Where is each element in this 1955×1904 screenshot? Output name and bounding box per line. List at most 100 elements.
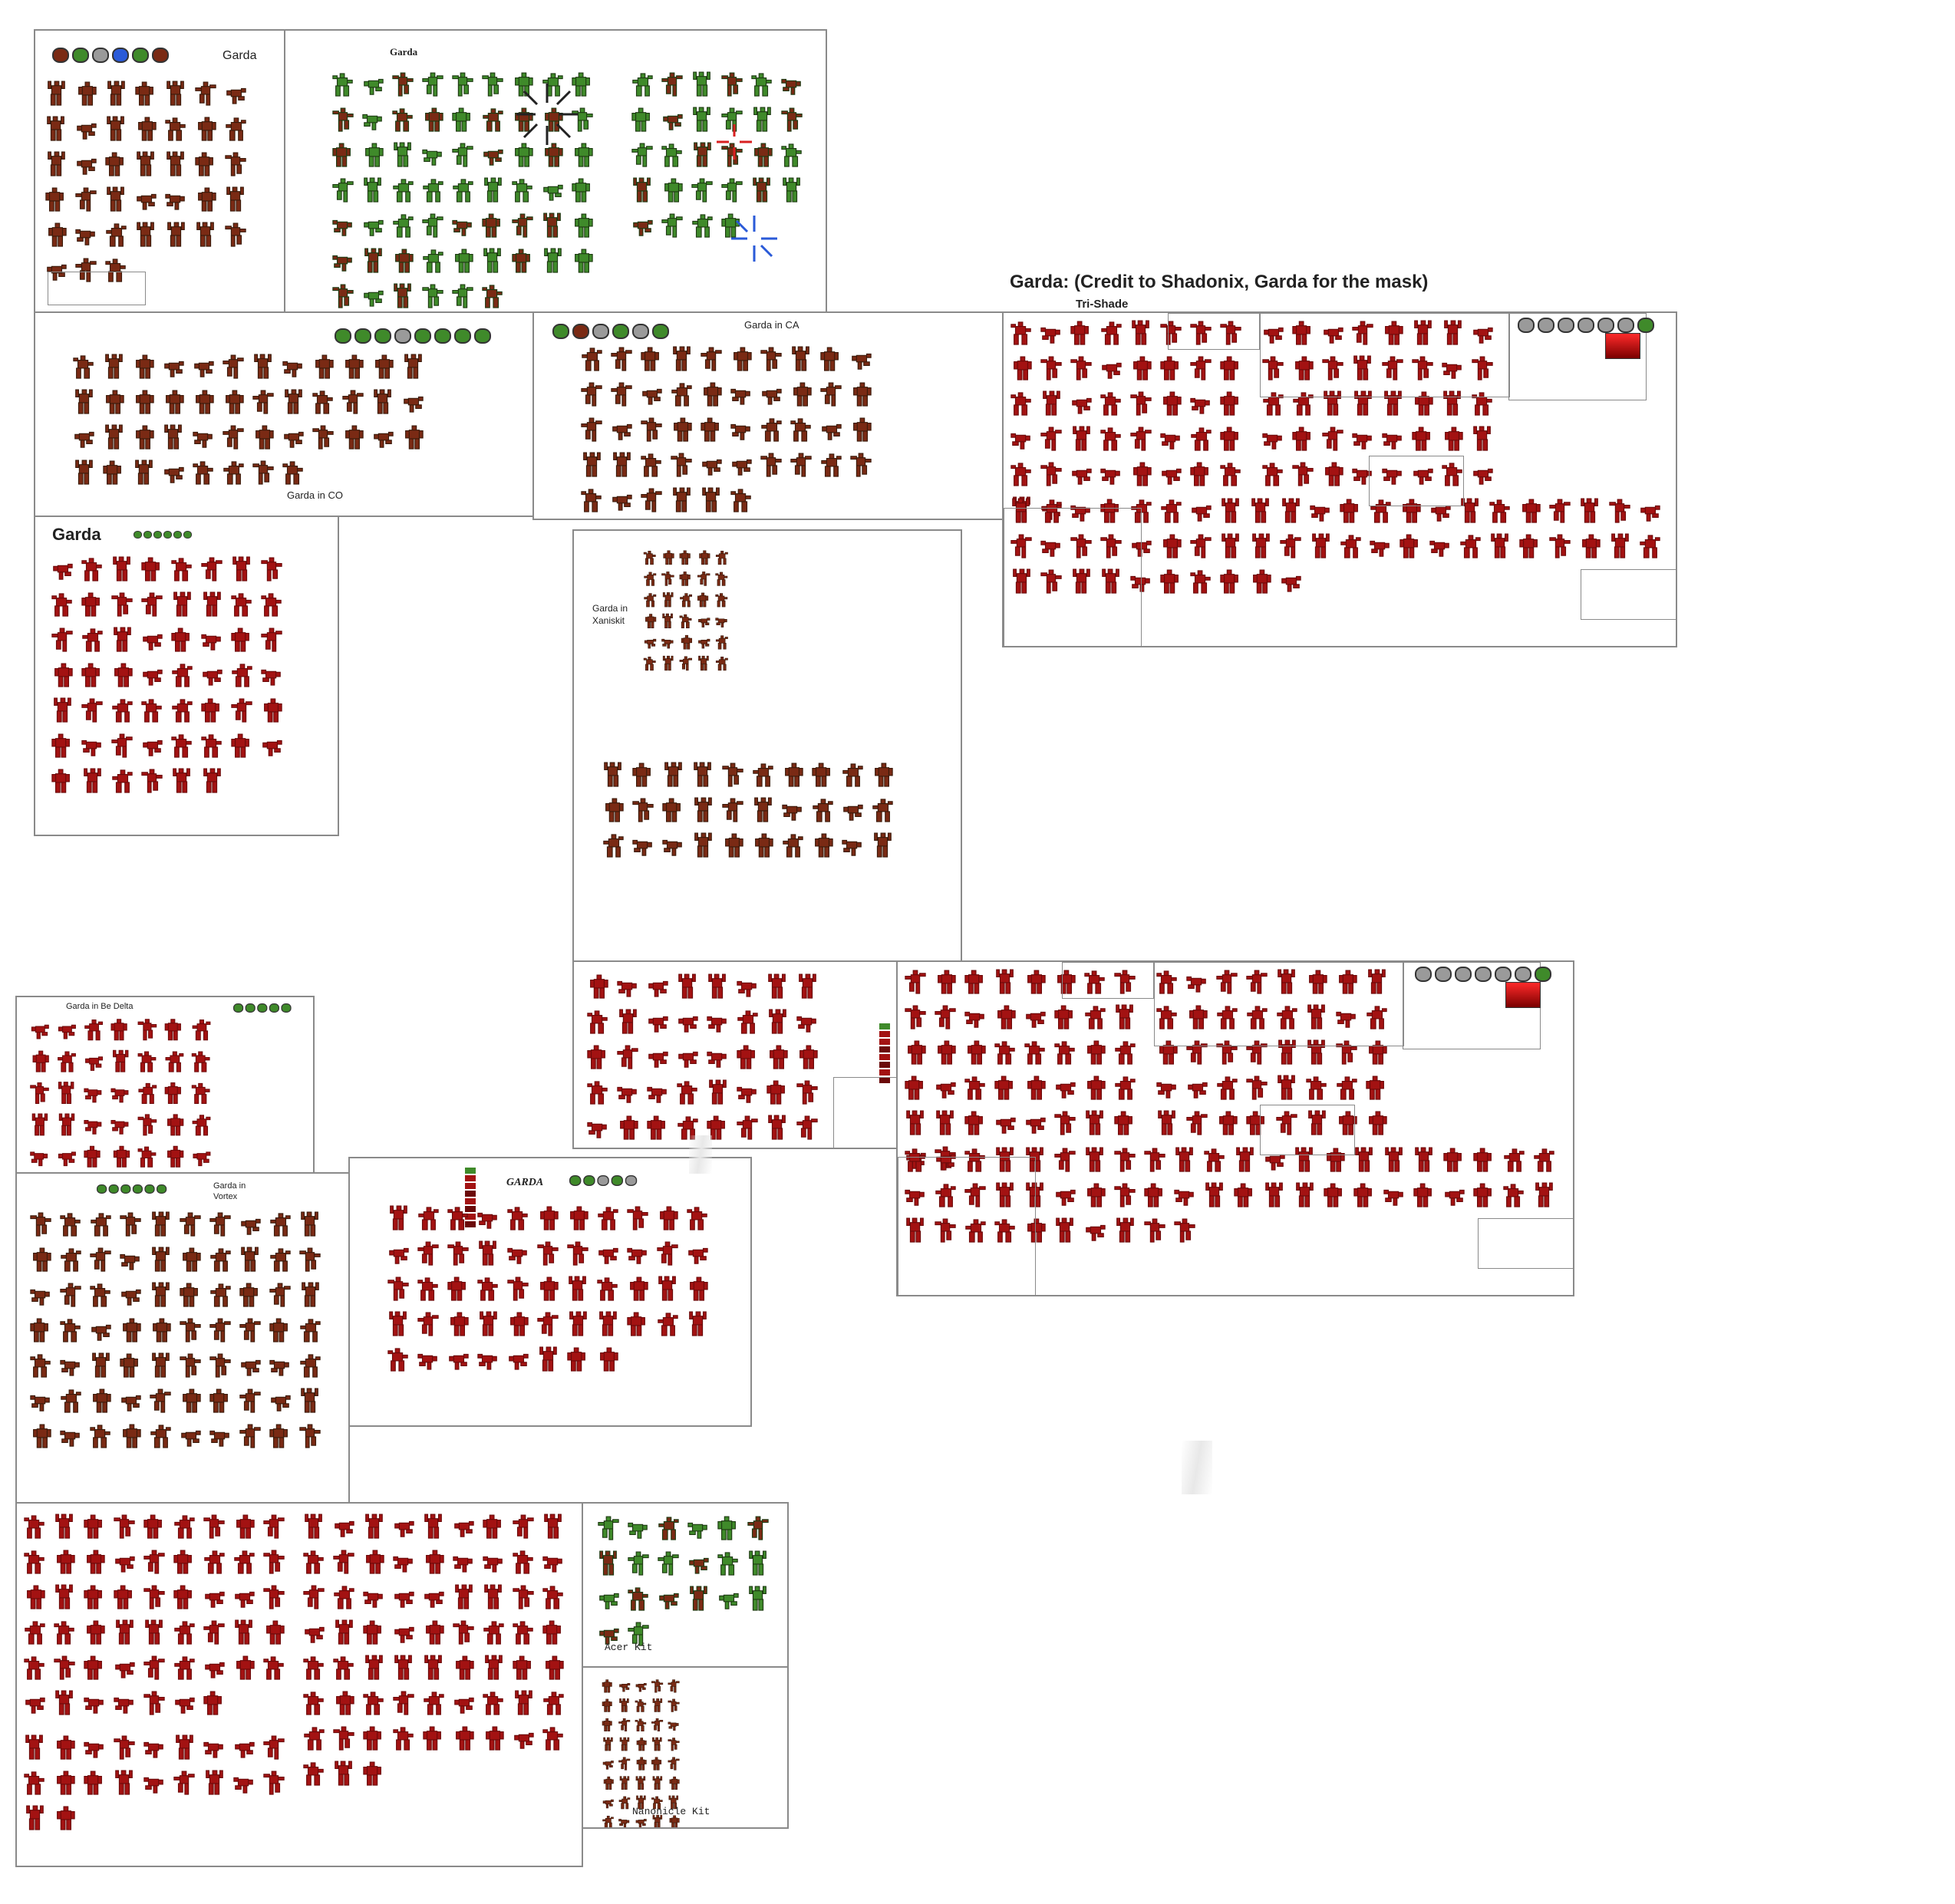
sprite-green [391,106,414,133]
sprite-red [83,1769,106,1797]
sprite-red [170,591,193,618]
sprite-brown [640,416,663,443]
sprite-red [1070,532,1093,560]
sprite-green [631,141,654,169]
sheet-garda-red-2 [572,960,899,1149]
sprite-red [302,1760,325,1787]
sprite-red [230,697,253,724]
sprite-brown [269,1211,292,1238]
sprite-red [113,1769,136,1797]
sheet-label-ca: Garda in CA [744,319,799,331]
sprite-green [571,141,594,169]
sprite-red [230,661,253,689]
sprite-brown [790,345,813,373]
sprite-red [736,973,759,1000]
sprite-green [391,212,414,239]
sprite-red [1203,1181,1226,1209]
sprite-red [110,697,134,724]
sprite-red [113,1654,136,1682]
sprite-green [451,212,474,239]
sprite-red [1321,425,1344,453]
sprite-brown [102,388,125,416]
sprite-red [1219,460,1242,488]
mask-icon [1515,967,1531,982]
sprite-red [56,1081,77,1105]
sprite-grid [387,1204,724,1381]
color-swatch [465,1183,476,1189]
sprite-brown [132,459,155,486]
sprite-red [1159,354,1182,382]
sprite-red [302,1583,325,1611]
sprite-brown [602,796,625,824]
sprite-brown [721,761,744,789]
sprite-red [676,973,699,1000]
inner-frame [48,272,146,305]
sprite-red [626,1240,649,1267]
mask-icon [1475,967,1492,982]
sprite-red [260,732,283,759]
sprite-red [482,1689,505,1717]
sprite-brown [149,1352,172,1379]
sprite-green [627,1585,650,1612]
sprite-red [482,1548,505,1576]
sprite-red [1024,968,1047,996]
mask-icon [652,324,669,339]
inner-frame-1 [1062,962,1154,999]
sprite-green [331,212,354,239]
sprite-red [362,1513,385,1540]
sprite-red [1441,460,1464,488]
sprite-red [173,1654,196,1682]
sprite-red [56,1017,77,1042]
sprite-brown [239,1422,262,1450]
sprite-brown [119,1352,142,1379]
sprite-brown [59,1246,82,1273]
sprite-red [1070,460,1093,488]
sprite-red [203,1734,226,1761]
mask-icon [173,531,182,539]
sprite-brown [635,1795,648,1810]
sprite-red [260,555,283,583]
sprite-red [482,1724,505,1752]
sprite-brown [679,591,693,608]
sprite-brown [670,486,693,514]
sprite-green [720,176,743,204]
sprite-brown [668,1737,681,1752]
sprite-brown [164,221,187,249]
sprite-green [481,106,504,133]
sprite-red [1053,1181,1076,1209]
mask-icon [269,1003,279,1013]
sprite-red [447,1346,470,1373]
sprite-red [646,1114,669,1141]
sprite-red [173,1583,196,1611]
sprite-brown [618,1718,631,1733]
sprite-red [656,1310,679,1338]
sprite-brown [312,353,335,380]
sprite-red [626,1204,649,1232]
sprite-brown [209,1246,232,1273]
sprite-brown [119,1281,142,1309]
sheet-label-garda: Garda [52,525,101,544]
sprite-red [904,1109,927,1137]
sprite-red [646,973,669,1000]
sprite-red [332,1513,355,1540]
sprite-brown [640,451,663,479]
sprite-red [1261,354,1284,382]
sprite-red [736,1008,759,1036]
sprite-red [1411,425,1434,453]
sprite-red [362,1689,385,1717]
sprite-red [53,1619,76,1646]
sprite-red [417,1240,440,1267]
sprite-red [447,1204,470,1232]
sprite-red [1249,532,1272,560]
sprite-green [421,71,444,98]
sprite-red [1040,497,1063,525]
sprite-brown [179,1316,202,1344]
sprite-green [331,141,354,169]
sprite-brown [224,150,247,178]
sprite-brown [162,353,185,380]
sprite-brown [715,591,729,608]
sprite-red [29,1112,50,1137]
mask-icon [157,1184,167,1194]
sprite-red [1129,390,1152,417]
sprite-red [110,767,134,795]
